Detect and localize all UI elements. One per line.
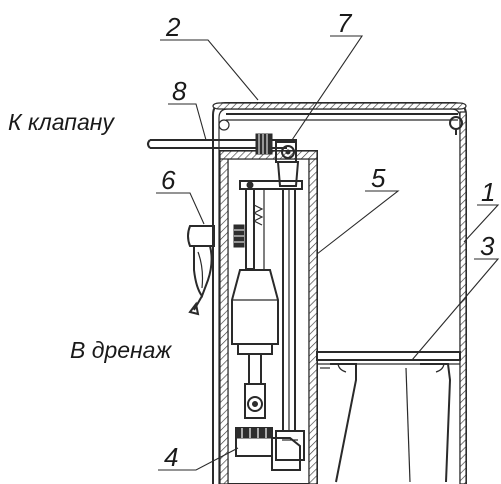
leader-lines (156, 35, 500, 471)
callout-3: 3 (480, 231, 495, 261)
caption-to-valve: К клапану (8, 109, 115, 135)
callout-4: 4 (164, 442, 178, 472)
caption-to-drain: В дренаж (70, 337, 172, 363)
tray-shelf (316, 351, 461, 483)
callout-7: 7 (337, 8, 353, 38)
callout-5: 5 (371, 163, 386, 193)
lid-rod (218, 113, 463, 135)
callout-2: 2 (165, 12, 181, 42)
callout-8: 8 (172, 76, 187, 106)
float-lever-hinge (275, 141, 300, 187)
callout-6: 6 (161, 165, 176, 195)
callout-1: 1 (481, 177, 495, 207)
drain-fitting (187, 224, 245, 316)
bottom-valve (235, 427, 301, 471)
outer-tank (212, 102, 467, 484)
float-mechanism (231, 180, 305, 461)
